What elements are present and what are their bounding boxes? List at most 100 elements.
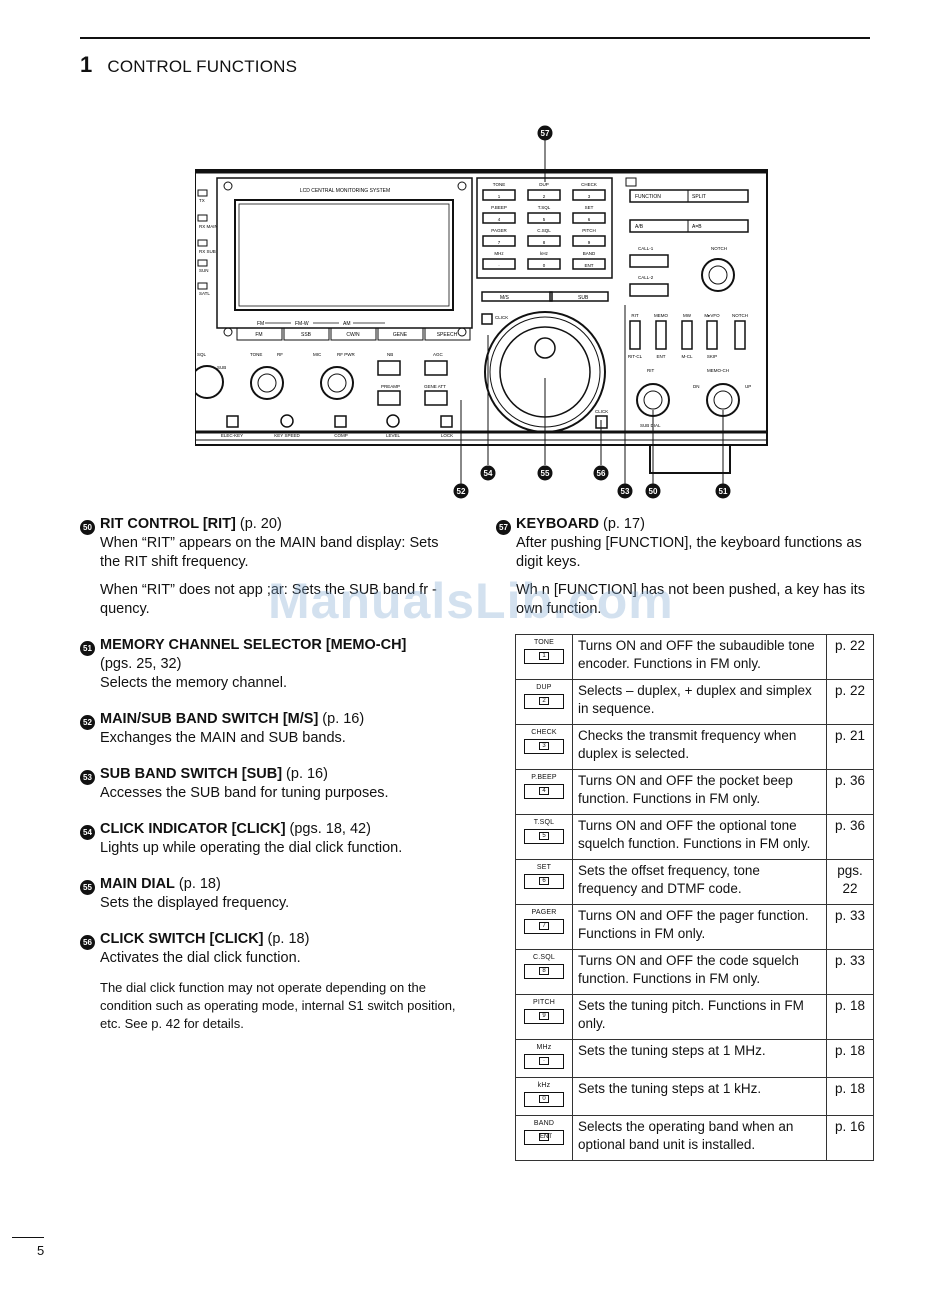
key-label: P.BEEP bbox=[531, 774, 557, 781]
key-glyph: 4 bbox=[539, 787, 549, 795]
key-glyph: 1 bbox=[539, 652, 549, 660]
key-glyph: 6 bbox=[539, 877, 549, 885]
svg-text:M-CL: M-CL bbox=[682, 354, 693, 359]
svg-text:ENT: ENT bbox=[657, 354, 666, 359]
svg-text:6: 6 bbox=[588, 217, 591, 222]
key-icon: 7 bbox=[524, 919, 564, 934]
key-glyph: ENT bbox=[539, 1133, 552, 1141]
svg-text:COMP: COMP bbox=[334, 433, 348, 438]
callout-number: 51 bbox=[80, 641, 95, 656]
svg-text:SUB: SUB bbox=[217, 365, 226, 370]
svg-text:TONE: TONE bbox=[250, 352, 262, 357]
svg-text:CLICK: CLICK bbox=[495, 315, 508, 320]
svg-text:SSB: SSB bbox=[301, 332, 312, 338]
page-reference: p. 21 bbox=[826, 724, 874, 770]
svg-text:54: 54 bbox=[484, 469, 493, 478]
page-reference: p. 33 bbox=[826, 904, 874, 950]
function-description: Sets the tuning steps at 1 MHz. bbox=[572, 1039, 827, 1078]
dial-click-note: The dial click function may not operate … bbox=[100, 980, 456, 1031]
svg-text:CALL-2: CALL-2 bbox=[638, 275, 654, 280]
callout-number: 52 bbox=[80, 715, 95, 730]
item-page-ref: (p. 20) bbox=[239, 516, 282, 532]
item-page-ref: (pgs. 25, 32) bbox=[100, 656, 182, 672]
key-icon: 6 bbox=[524, 874, 564, 889]
svg-text:MEMO: MEMO bbox=[654, 313, 668, 318]
svg-text:SUB DIAL: SUB DIAL bbox=[640, 423, 661, 428]
key-glyph: 7 bbox=[539, 922, 549, 930]
item-click-switch: 56 CLICK SWITCH [CLICK](p. 18) Activates… bbox=[80, 930, 460, 968]
key-label: kHz bbox=[537, 1082, 551, 1089]
item-description: Activates the dial click function. bbox=[100, 950, 301, 966]
mode-buttons: FM SSB CW/N GENE SPEECH bbox=[236, 327, 471, 341]
key-icon: · bbox=[524, 1054, 564, 1069]
svg-text:GENE: GENE bbox=[393, 332, 408, 338]
svg-text:3: 3 bbox=[588, 194, 591, 199]
svg-text:PREAMP: PREAMP bbox=[381, 384, 400, 389]
svg-text:LOCK: LOCK bbox=[441, 433, 453, 438]
key-cell: MHz· bbox=[515, 1039, 573, 1078]
svg-text:2: 2 bbox=[543, 194, 546, 199]
function-description: Sets the offset frequency, tone frequenc… bbox=[572, 859, 827, 905]
svg-text:PITCH: PITCH bbox=[582, 228, 596, 233]
svg-text:BAND: BAND bbox=[583, 251, 596, 256]
callout-number: 53 bbox=[80, 770, 95, 785]
key-icon: 0 bbox=[524, 1092, 564, 1107]
page-reference: p. 22 bbox=[826, 634, 874, 680]
item-page-ref: (p. 16) bbox=[322, 711, 365, 727]
svg-text:9: 9 bbox=[588, 240, 591, 245]
function-description: Sets the tuning pitch. Functions in FM o… bbox=[572, 994, 827, 1040]
key-label: SET bbox=[536, 864, 552, 871]
svg-text:57: 57 bbox=[541, 129, 550, 138]
function-description: Turns ON and OFF the optional tone squel… bbox=[572, 814, 827, 860]
item-title: SUB BAND SWITCH [SUB] bbox=[100, 766, 283, 782]
item-description: Exchanges the MAIN and SUB bands. bbox=[100, 730, 346, 746]
svg-text:RF: RF bbox=[277, 352, 283, 357]
page-reference: p. 16 bbox=[826, 1115, 874, 1161]
svg-text:CW/N: CW/N bbox=[346, 332, 360, 338]
lcd-label: LCD CENTRAL MONITORING SYSTEM bbox=[300, 188, 390, 194]
page-reference: p. 18 bbox=[826, 1077, 874, 1116]
key-icon: 8 bbox=[524, 964, 564, 979]
svg-text:SET: SET bbox=[585, 205, 594, 210]
callout-number: 55 bbox=[80, 880, 95, 895]
key-icon: 9 bbox=[524, 1009, 564, 1024]
item-description: Wh n [FUNCTION] has not been pushed, a k… bbox=[516, 582, 865, 617]
knobs bbox=[195, 360, 448, 406]
item-page-ref: (pgs. 18, 42) bbox=[289, 821, 371, 837]
key-icon: 4 bbox=[524, 784, 564, 799]
svg-text:SUB: SUB bbox=[578, 295, 589, 301]
item-title: CLICK SWITCH [CLICK] bbox=[100, 931, 264, 947]
svg-text:kHz: kHz bbox=[540, 251, 548, 256]
item-keyboard: 57 KEYBOARD(p. 17) After pushing [FUNCTI… bbox=[496, 515, 876, 619]
item-page-ref: (p. 18) bbox=[178, 876, 221, 892]
table-row: SET 6 Sets the offset frequency, tone freq… bbox=[515, 859, 874, 905]
svg-text:RF PWR: RF PWR bbox=[337, 352, 355, 357]
knob-labels: SQL TONE RF MIC RF PWR NB AGC PREAMP GEN… bbox=[197, 352, 446, 389]
key-label: T.SQL bbox=[533, 819, 555, 826]
svg-text:DN: DN bbox=[693, 384, 700, 389]
callout-number: 54 bbox=[80, 825, 95, 840]
function-description: Turns ON and OFF the code squelch functi… bbox=[572, 949, 827, 995]
svg-text:ENT: ENT bbox=[585, 263, 594, 268]
chapter-number: 1 bbox=[80, 52, 93, 77]
svg-text:MEMO-CH: MEMO-CH bbox=[707, 368, 729, 373]
page-reference: p. 22 bbox=[826, 679, 874, 725]
svg-text:SPEECH: SPEECH bbox=[437, 332, 458, 338]
svg-text:8: 8 bbox=[543, 240, 546, 245]
table-row: MHz·Sets the tuning steps at 1 MHz.p. 18 bbox=[515, 1039, 874, 1078]
svg-text:MIC: MIC bbox=[313, 352, 322, 357]
item-title: MEMORY CHANNEL SELECTOR [MEMO-CH] bbox=[100, 637, 407, 653]
page-reference: p. 33 bbox=[826, 949, 874, 995]
indicator-label: SUN bbox=[199, 268, 209, 273]
function-description: Turns ON and OFF the subaudible tone enc… bbox=[572, 634, 827, 680]
item-main-sub-band-switch: 52 MAIN/SUB BAND SWITCH [M/S](p. 16) Exc… bbox=[80, 710, 460, 748]
page-number: 5 bbox=[37, 1243, 45, 1258]
